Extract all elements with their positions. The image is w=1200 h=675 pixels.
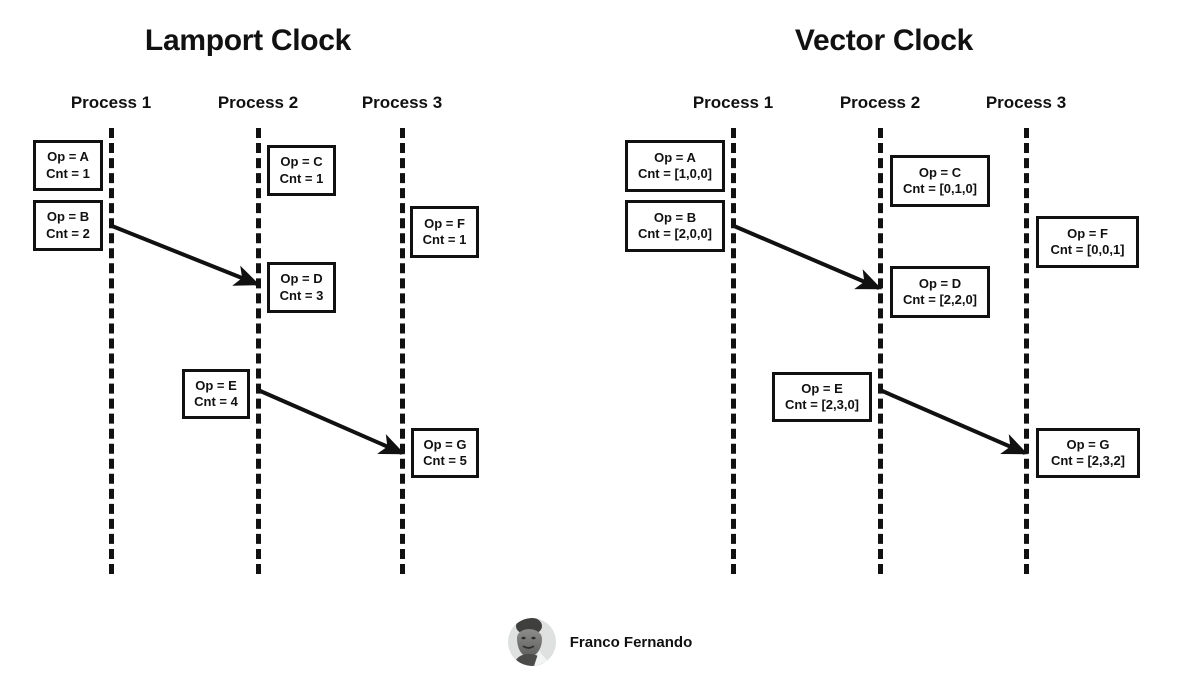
message-arrow-vector-E-to-G (879, 388, 1028, 455)
footer-author-name: Franco Fernando (569, 633, 693, 651)
event-cnt-label: Cnt = [2,0,0] (637, 226, 713, 241)
event-op-label: Op = G (1066, 436, 1110, 452)
event-op-label: Op = B (46, 209, 90, 225)
lifeline-vector-1 (731, 128, 736, 574)
lifeline-lamport-2 (256, 128, 261, 574)
event-op-label: Op = C (280, 154, 323, 170)
event-cnt-label: Cnt = 4 (194, 394, 238, 409)
diagram-title-lamport: Lamport Clock (144, 24, 352, 57)
event-op-label: Op = A (654, 149, 696, 165)
process-label-lamport-3: Process 3 (361, 93, 443, 112)
process-label-vector-2: Process 2 (839, 93, 921, 112)
process-label-lamport-2: Process 2 (217, 93, 299, 112)
lifeline-lamport-1 (109, 128, 114, 574)
footer-signature: Franco Fernando (0, 618, 1200, 666)
event-cnt-label: Cnt = [1,0,0] (637, 166, 713, 181)
event-op-label: Op = A (47, 149, 89, 165)
event-cnt-label: Cnt = 5 (423, 453, 467, 468)
avatar-photo-icon (507, 618, 556, 666)
event-op-label: Op = G (423, 436, 467, 452)
message-arrow-lamport-B-to-D (111, 224, 260, 286)
event-cnt-label: Cnt = 2 (46, 225, 90, 241)
event-op-label: Op = E (195, 377, 237, 393)
event-cnt-label: Cnt = [2,2,0] (902, 292, 978, 307)
event-op-label: Op = E (801, 380, 843, 396)
process-label-vector-3: Process 3 (985, 93, 1067, 112)
event-cnt-label: Cnt = 1 (422, 232, 467, 247)
event-op-label: Op = D (280, 271, 323, 287)
lifeline-vector-2 (878, 128, 883, 574)
event-op-label: Op = D (918, 275, 962, 291)
message-arrow-lamport-E-to-G (257, 388, 405, 455)
lifeline-lamport-3 (400, 128, 405, 574)
event-cnt-label: Cnt = 3 (279, 287, 324, 303)
event-cnt-label: Cnt = [0,0,1] (1050, 242, 1125, 257)
process-label-vector-1: Process 1 (692, 93, 774, 112)
event-op-label: Op = B (653, 209, 697, 225)
event-op-label: Op = C (918, 164, 962, 180)
event-cnt-label: Cnt = 1 (279, 170, 324, 186)
event-cnt-label: Cnt = [2,3,0] (784, 397, 860, 412)
event-cnt-label: Cnt = [2,3,2] (1050, 453, 1126, 468)
avatar (507, 618, 556, 666)
event-cnt-label: Cnt = [0,1,0] (902, 181, 978, 196)
process-label-lamport-1: Process 1 (70, 93, 152, 112)
diagram-title-vector: Vector Clock (794, 24, 974, 57)
event-cnt-label: Cnt = 1 (46, 165, 90, 181)
message-arrow-vector-B-to-D (733, 224, 882, 290)
lifeline-vector-3 (1024, 128, 1029, 574)
event-op-label: Op = F (1067, 225, 1108, 241)
event-op-label: Op = F (424, 215, 465, 231)
